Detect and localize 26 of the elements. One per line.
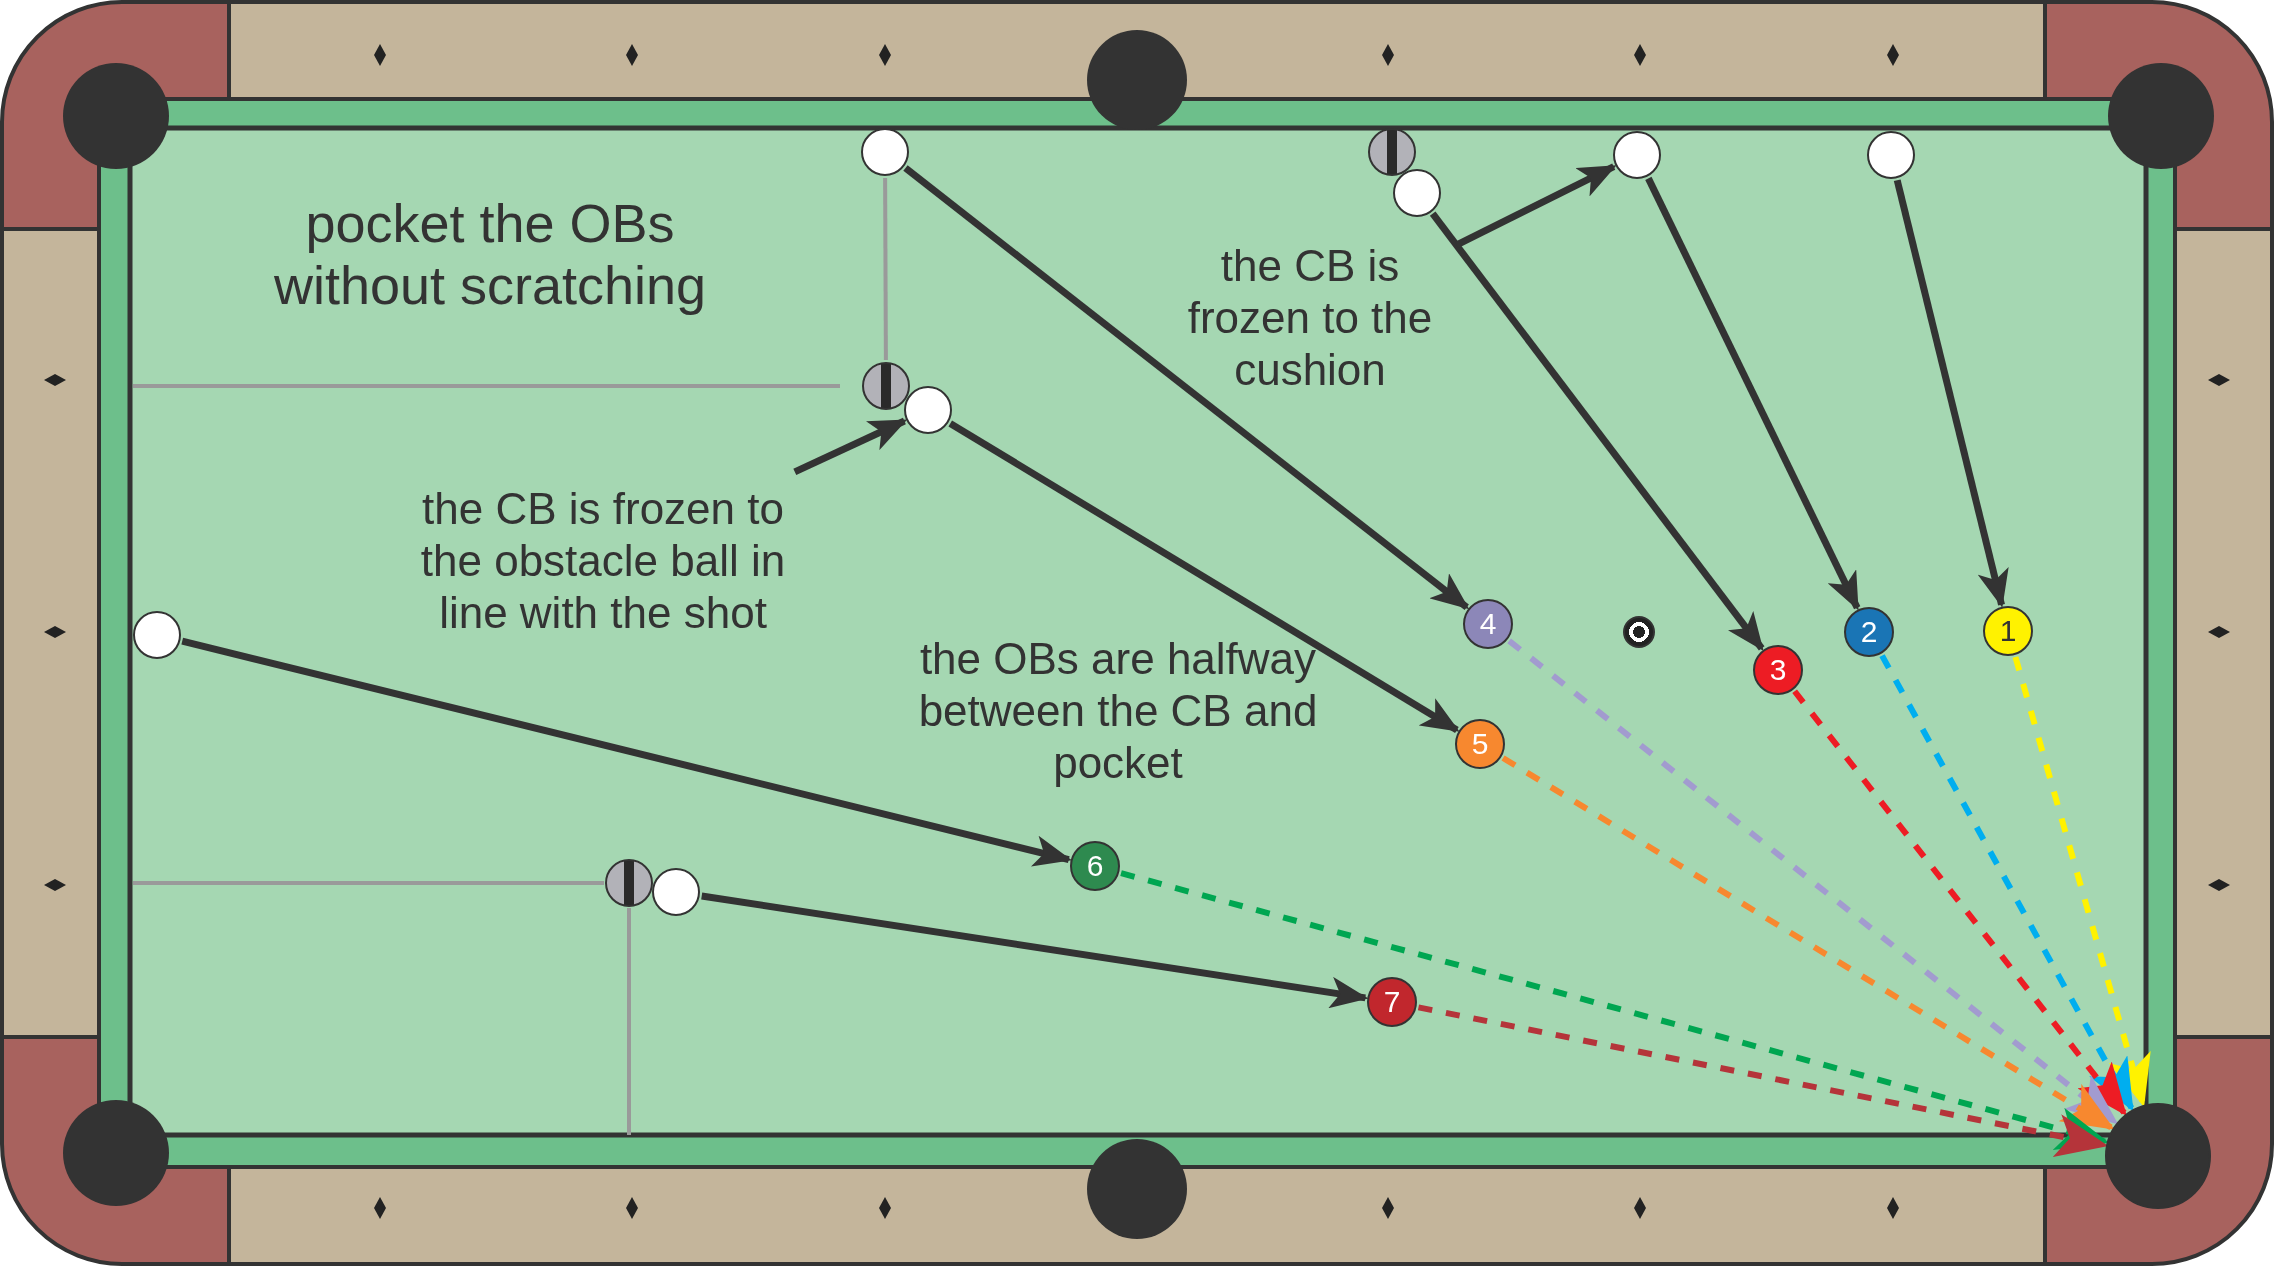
arrow [701,892,1369,1009]
ball-number: 2 [1860,617,1878,647]
arrow [1893,179,2009,608]
dashed-arrow [1879,654,2135,1112]
alignment-line [883,178,888,360]
annotation-text: the CB is frozen to the obstacle ball in line with the shot [419,483,787,639]
arrow [1645,176,1861,611]
ball-number: 3 [1769,655,1787,685]
arrow [1455,163,1617,248]
ball-number: 7 [1383,987,1401,1017]
arrow [181,637,1072,867]
ball-number: 6 [1086,851,1104,881]
dashed-arrow [1501,755,2115,1130]
annotation-text: the CB is frozen to the cushion [1186,240,1434,396]
heading-text: pocket the OBs without scratching [272,192,708,316]
arrow [903,165,1470,611]
arrow [948,420,1460,733]
arrow [793,417,908,476]
dashed-arrow [1792,689,2127,1117]
ball-number: 4 [1479,609,1497,639]
note-text: the OBs are halfway between the CB and pocket [918,633,1318,789]
ball-number: 5 [1471,729,1489,759]
dashed-arrow [1507,638,2119,1125]
ball-number: 1 [1999,616,2017,646]
arrow [1429,211,1765,651]
dashed-arrow [2012,656,2151,1108]
